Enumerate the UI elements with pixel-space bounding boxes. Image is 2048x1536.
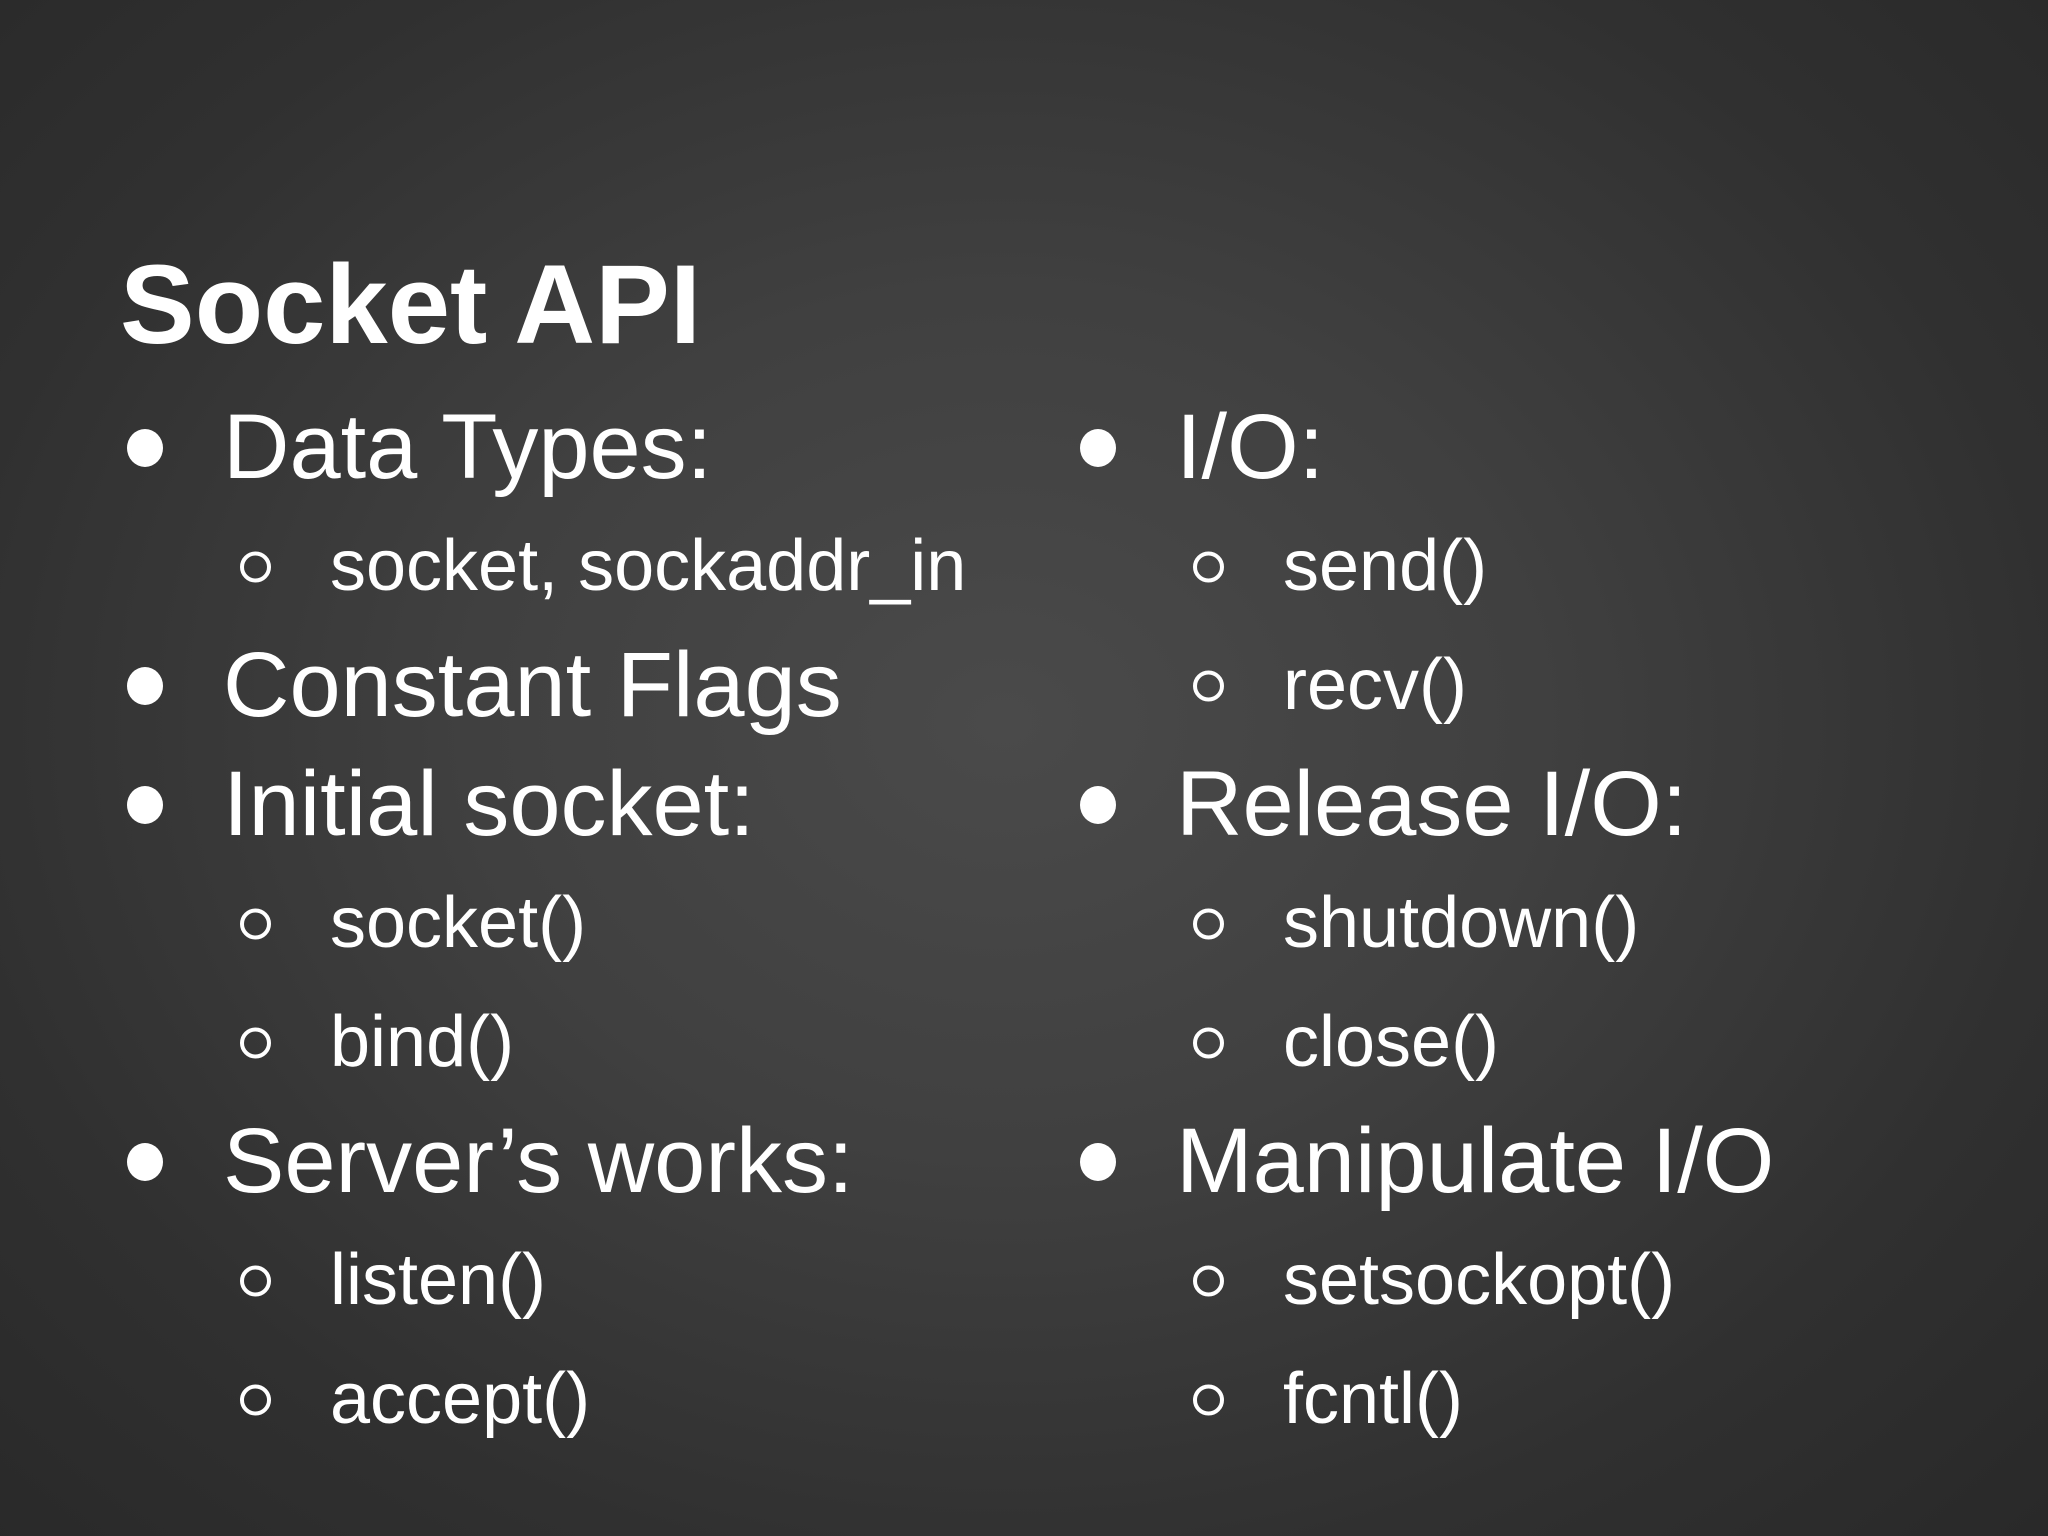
bullet-item-label: socket, sockaddr_in [330, 526, 967, 606]
bullet-item-label: bind() [330, 1002, 515, 1082]
hollow-bullet-icon [240, 1027, 271, 1058]
filled-bullet-icon [127, 1142, 163, 1181]
hollow-bullet-icon [240, 551, 271, 582]
bullet-item-label: socket() [330, 883, 587, 963]
filled-bullet-icon [1080, 428, 1116, 467]
bullet-item-label: fcntl() [1283, 1359, 1463, 1439]
hollow-bullet-icon [1193, 1265, 1224, 1296]
filled-bullet-icon [1080, 1142, 1116, 1181]
hollow-bullet-icon [1193, 908, 1224, 939]
bullet-list-left: Data Types: socket, sockaddr_in Constant… [105, 388, 1045, 1459]
bullet-item-label: I/O: [1176, 396, 1325, 498]
bullet-item-label: accept() [330, 1359, 591, 1439]
filled-bullet-icon [127, 785, 163, 824]
bullet-item: shutdown() [1058, 864, 1998, 983]
bullet-item: fcntl() [1058, 1340, 1998, 1459]
bullet-item-label: Data Types: [223, 396, 713, 498]
hollow-bullet-icon [240, 1384, 271, 1415]
hollow-bullet-icon [240, 1265, 271, 1296]
bullet-item-label: listen() [330, 1240, 547, 1320]
bullet-item-label: send() [1283, 526, 1488, 606]
bullet-item: accept() [105, 1340, 1045, 1459]
filled-bullet-icon [127, 666, 163, 705]
bullet-item-label: recv() [1283, 645, 1467, 725]
bullet-item-label: close() [1283, 1002, 1500, 1082]
filled-bullet-icon [127, 428, 163, 467]
bullet-item: Manipulate I/O [1058, 1102, 1998, 1221]
bullet-item-label: shutdown() [1283, 883, 1640, 963]
hollow-bullet-icon [1193, 1027, 1224, 1058]
bullet-item: close() [1058, 983, 1998, 1102]
bullet-item-label: Constant Flags [223, 634, 842, 736]
hollow-bullet-icon [240, 908, 271, 939]
bullet-item-label: Manipulate I/O [1176, 1110, 1775, 1212]
bullet-item: socket() [105, 864, 1045, 983]
slide-title: Socket API [120, 242, 701, 368]
bullet-item-label: setsockopt() [1283, 1240, 1676, 1320]
bullet-item-label: Release I/O: [1176, 753, 1688, 855]
bullet-item: bind() [105, 983, 1045, 1102]
bullet-list-right: I/O: send() recv() Release I/O: shutdown… [1058, 388, 1998, 1459]
bullet-item: Server’s works: [105, 1102, 1045, 1221]
bullet-item: setsockopt() [1058, 1221, 1998, 1340]
hollow-bullet-icon [1193, 670, 1224, 701]
bullet-item: Data Types: [105, 388, 1045, 507]
bullet-item-label: Initial socket: [223, 753, 755, 855]
hollow-bullet-icon [1193, 1384, 1224, 1415]
bullet-item: I/O: [1058, 388, 1998, 507]
filled-bullet-icon [1080, 785, 1116, 824]
bullet-item: socket, sockaddr_in [105, 507, 1045, 626]
bullet-item: listen() [105, 1221, 1045, 1340]
bullet-item-label: Server’s works: [223, 1110, 854, 1212]
bullet-item: Initial socket: [105, 745, 1045, 864]
bullet-item: Release I/O: [1058, 745, 1998, 864]
bullet-item: recv() [1058, 626, 1998, 745]
bullet-item: Constant Flags [105, 626, 1045, 745]
bullet-item: send() [1058, 507, 1998, 626]
hollow-bullet-icon [1193, 551, 1224, 582]
